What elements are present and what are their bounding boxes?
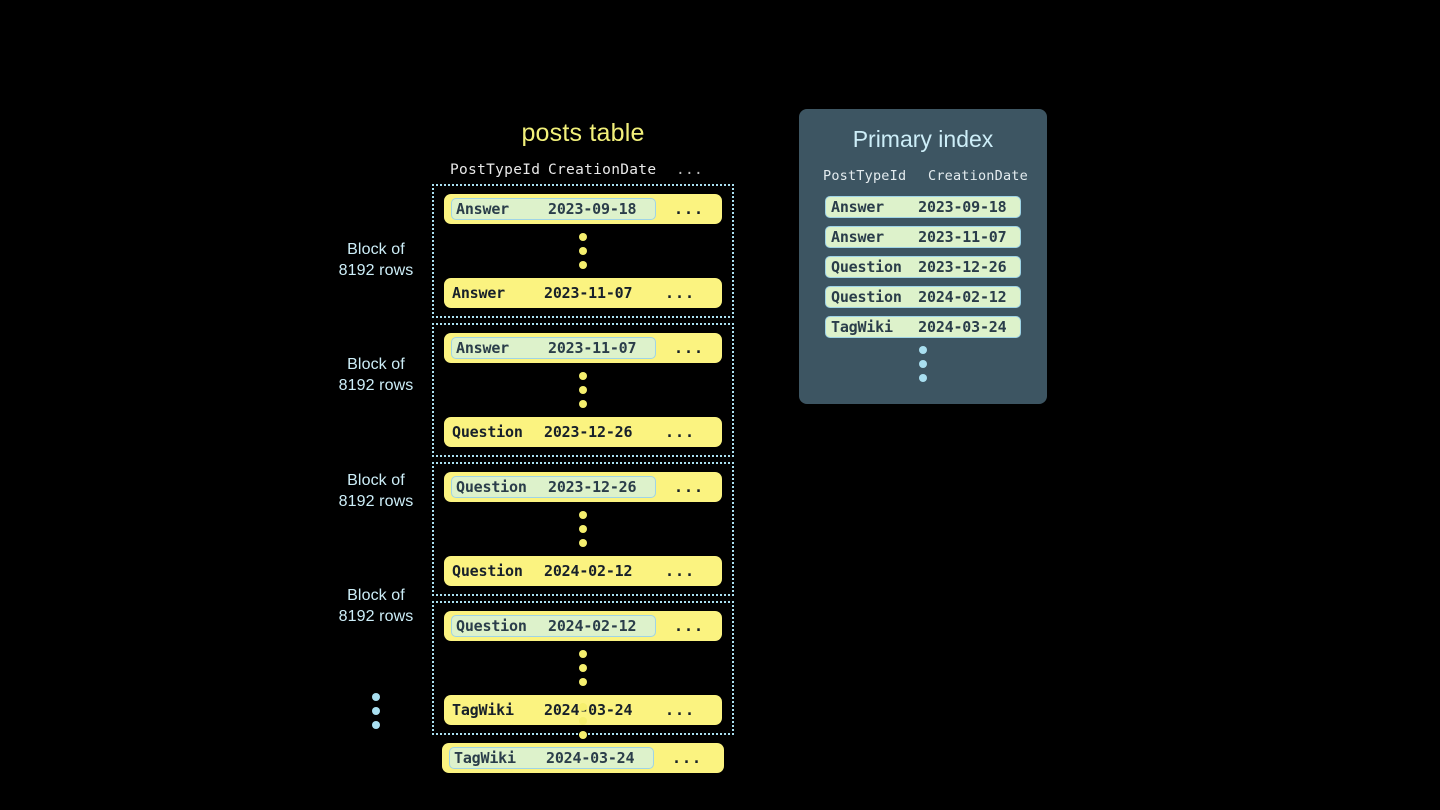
primary-index-column-headers: PostTypeId CreationDate	[799, 168, 1047, 184]
block-label-line1: Block of	[347, 356, 405, 373]
row-more: ...	[674, 339, 705, 357]
row-creation-date: 2024-03-24	[546, 749, 635, 767]
block-label-line1: Block of	[347, 587, 405, 604]
index-post-type-id: Answer	[831, 198, 884, 216]
left-continuation-ellipsis-icon	[358, 684, 394, 738]
row-post-type-id: Question	[456, 478, 527, 496]
index-post-type-id: TagWiki	[831, 318, 893, 336]
block-label-line1: Block of	[347, 472, 405, 489]
block-label-1: Block of 8192 rows	[301, 354, 451, 396]
row-key-highlight: TagWiki 2024-03-24	[449, 747, 654, 769]
row-creation-date: 2023-12-26	[544, 423, 633, 441]
posts-table-title: posts table	[521, 119, 645, 147]
row-creation-date: 2024-03-24	[544, 701, 633, 719]
index-creation-date: 2024-03-24	[918, 318, 1007, 336]
row-ellipsis-icon	[444, 502, 722, 556]
primary-index-panel: Primary index PostTypeId CreationDate An…	[799, 109, 1047, 404]
row-post-type-id: Question	[456, 617, 527, 635]
row-more: ...	[672, 749, 703, 767]
index-column-header-post-type-id: PostTypeId	[823, 168, 907, 184]
row-post-type-id: TagWiki	[454, 749, 516, 767]
primary-index-entries: Answer 2023-09-18 Answer 2023-11-07 Ques…	[799, 196, 1047, 382]
row-key-highlight: Answer 2023-11-07	[451, 337, 656, 359]
row-more: ...	[674, 478, 705, 496]
primary-index-title: Primary index	[852, 126, 994, 152]
index-creation-date: 2024-02-12	[918, 288, 1007, 306]
row-more: ...	[665, 701, 696, 719]
row-key: TagWiki 2024-03-24	[452, 701, 647, 719]
row-more: ...	[665, 423, 696, 441]
block-label-3: Block of 8192 rows	[301, 585, 451, 627]
row-more: ...	[665, 284, 696, 302]
index-entry: TagWiki 2024-03-24	[825, 316, 1021, 338]
row-more: ...	[674, 200, 705, 218]
table-row: Answer 2023-11-07 ...	[444, 278, 722, 308]
index-continuation-ellipsis-icon	[825, 346, 1021, 382]
row-ellipsis-icon	[444, 363, 722, 417]
table-row: Answer 2023-11-07 ...	[444, 333, 722, 363]
row-creation-date: 2024-02-12	[544, 562, 633, 580]
index-creation-date: 2023-09-18	[918, 198, 1007, 216]
row-creation-date: 2023-11-07	[544, 284, 633, 302]
row-ellipsis-icon	[444, 641, 722, 695]
row-ellipsis-icon	[444, 224, 722, 278]
table-row: Question 2024-02-12 ...	[444, 556, 722, 586]
block-label-2: Block of 8192 rows	[301, 470, 451, 512]
row-creation-date: 2023-11-07	[548, 339, 637, 357]
row-key-highlight: Question 2024-02-12	[451, 615, 656, 637]
row-creation-date: 2024-02-12	[548, 617, 637, 635]
index-entry: Question 2024-02-12	[825, 286, 1021, 308]
row-post-type-id: TagWiki	[452, 701, 514, 719]
trailing-row-wrapper: TagWiki 2024-03-24 ...	[432, 743, 734, 773]
table-row: Question 2023-12-26 ...	[444, 417, 722, 447]
index-column-header-creation-date: CreationDate	[928, 168, 1028, 184]
row-key: Answer 2023-11-07	[452, 284, 647, 302]
row-key-highlight: Answer 2023-09-18	[451, 198, 656, 220]
table-continuation-ellipsis-icon	[565, 694, 601, 748]
row-more: ...	[674, 617, 705, 635]
block-0: Answer 2023-09-18 ... Answer 2023-11-07 …	[432, 184, 734, 318]
row-post-type-id: Question	[452, 423, 523, 441]
index-creation-date: 2023-11-07	[918, 228, 1007, 246]
posts-table-column-headers: PostTypeId CreationDate ...	[432, 162, 734, 178]
table-row: TagWiki 2024-03-24 ...	[442, 743, 724, 773]
posts-table-group: posts table PostTypeId CreationDate ... …	[432, 118, 734, 773]
block-label-line2: 8192 rows	[338, 493, 414, 510]
row-more: ...	[665, 562, 696, 580]
row-post-type-id: Answer	[452, 284, 505, 302]
column-header-more: ...	[676, 162, 704, 178]
column-header-post-type-id: PostTypeId	[450, 162, 541, 178]
block-1: Answer 2023-11-07 ... Question 2023-12-2…	[432, 323, 734, 457]
block-label-line1: Block of	[347, 241, 405, 258]
column-header-creation-date: CreationDate	[548, 162, 657, 178]
table-row: Question 2023-12-26 ...	[444, 472, 722, 502]
row-post-type-id: Question	[452, 562, 523, 580]
table-row: Answer 2023-09-18 ...	[444, 194, 722, 224]
index-post-type-id: Question	[831, 288, 902, 306]
block-label-line2: 8192 rows	[338, 608, 414, 625]
index-post-type-id: Answer	[831, 228, 884, 246]
row-post-type-id: Answer	[456, 200, 509, 218]
block-3: Question 2024-02-12 ... TagWiki 2024-03-…	[432, 601, 734, 735]
block-label-line2: 8192 rows	[338, 262, 414, 279]
row-key-highlight: Question 2023-12-26	[451, 476, 656, 498]
block-label-0: Block of 8192 rows	[301, 239, 451, 281]
row-key: Question 2024-02-12	[452, 562, 647, 580]
row-post-type-id: Answer	[456, 339, 509, 357]
block-2: Question 2023-12-26 ... Question 2024-02…	[432, 462, 734, 596]
row-creation-date: 2023-12-26	[548, 478, 637, 496]
index-entry: Answer 2023-11-07	[825, 226, 1021, 248]
index-post-type-id: Question	[831, 258, 902, 276]
index-creation-date: 2023-12-26	[918, 258, 1007, 276]
index-entry: Answer 2023-09-18	[825, 196, 1021, 218]
row-creation-date: 2023-09-18	[548, 200, 637, 218]
index-entry: Question 2023-12-26	[825, 256, 1021, 278]
table-row: Question 2024-02-12 ...	[444, 611, 722, 641]
posts-table-blocks: Answer 2023-09-18 ... Answer 2023-11-07 …	[432, 184, 734, 773]
block-label-line2: 8192 rows	[338, 377, 414, 394]
row-key: Question 2023-12-26	[452, 423, 647, 441]
